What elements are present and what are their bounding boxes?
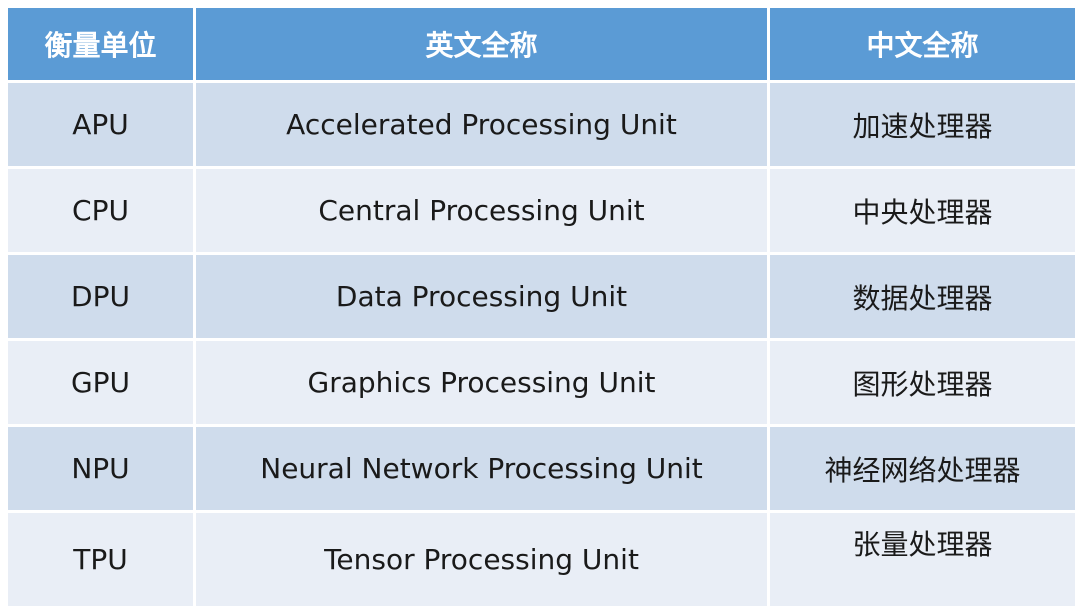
table-row: TPU Tensor Processing Unit 张量处理器 bbox=[5, 510, 1078, 609]
table-row: CPU Central Processing Unit 中央处理器 bbox=[5, 166, 1078, 255]
header-english-name: 英文全称 bbox=[193, 5, 770, 83]
cell-english-name: Accelerated Processing Unit bbox=[193, 80, 770, 169]
cell-english-name: Central Processing Unit bbox=[193, 166, 770, 255]
cell-english-name: Graphics Processing Unit bbox=[193, 338, 770, 427]
cell-unit: DPU bbox=[5, 252, 196, 341]
cell-unit: NPU bbox=[5, 424, 196, 513]
cell-chinese-name: 图形处理器 bbox=[767, 338, 1078, 427]
table-row: DPU Data Processing Unit 数据处理器 bbox=[5, 252, 1078, 341]
cell-unit: TPU bbox=[5, 510, 196, 609]
cell-chinese-name: 加速处理器 bbox=[767, 80, 1078, 169]
cell-english-name: Neural Network Processing Unit bbox=[193, 424, 770, 513]
cell-english-name: Data Processing Unit bbox=[193, 252, 770, 341]
cell-unit: GPU bbox=[5, 338, 196, 427]
cell-chinese-name: 中央处理器 bbox=[767, 166, 1078, 255]
cell-english-name: Tensor Processing Unit bbox=[193, 510, 770, 609]
processor-units-table: 衡量单位 英文全称 中文全称 APU Accelerated Processin… bbox=[5, 5, 1078, 609]
header-unit: 衡量单位 bbox=[5, 5, 196, 83]
header-chinese-name: 中文全称 bbox=[767, 5, 1078, 83]
table-header-row: 衡量单位 英文全称 中文全称 bbox=[5, 5, 1078, 83]
cell-chinese-name: 张量处理器 bbox=[767, 510, 1078, 609]
cell-chinese-name: 数据处理器 bbox=[767, 252, 1078, 341]
cell-unit: CPU bbox=[5, 166, 196, 255]
cell-unit: APU bbox=[5, 80, 196, 169]
cell-chinese-name: 神经网络处理器 bbox=[767, 424, 1078, 513]
table-row: APU Accelerated Processing Unit 加速处理器 bbox=[5, 80, 1078, 169]
table-row: GPU Graphics Processing Unit 图形处理器 bbox=[5, 338, 1078, 427]
table-row: NPU Neural Network Processing Unit 神经网络处… bbox=[5, 424, 1078, 513]
